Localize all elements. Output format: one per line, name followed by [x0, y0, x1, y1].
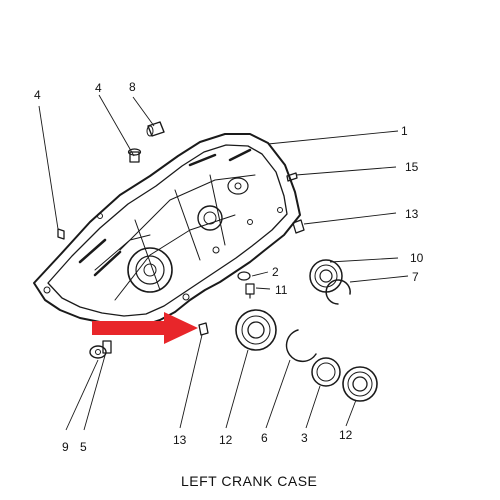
circlip-7 [325, 279, 351, 305]
bearing-10 [309, 259, 343, 293]
callout-7: 7 [412, 270, 419, 284]
bearing-12-left [235, 309, 277, 351]
callout-labels: 4 4 8 1 15 13 10 7 2 11 9 5 13 12 6 3 12 [34, 80, 424, 454]
callout-11: 11 [275, 283, 288, 297]
stud-4 [127, 148, 142, 163]
callout-9: 9 [62, 440, 69, 454]
callout-12-right: 12 [339, 428, 353, 442]
bolt-11 [245, 283, 255, 299]
stud-5 [102, 340, 112, 354]
pin-15 [286, 172, 298, 182]
parts [57, 121, 378, 402]
red-right-arrow-icon [92, 312, 198, 344]
dowel-pin-13-bottom [198, 322, 209, 336]
callout-13-bottom: 13 [173, 433, 187, 447]
callout-12-left: 12 [219, 433, 233, 447]
callout-6: 6 [261, 431, 268, 445]
pin-13-right [292, 219, 305, 234]
callout-13-right: 13 [405, 207, 419, 221]
callout-1: 1 [401, 124, 408, 138]
callout-5: 5 [80, 440, 87, 454]
washer-2 [237, 271, 251, 281]
callout-3: 3 [301, 431, 308, 445]
dowel-pin-8 [146, 121, 165, 137]
bearing-12-right [342, 366, 378, 402]
diagram-caption: LEFT CRANK CASE [181, 473, 317, 489]
callout-4: 4 [95, 81, 102, 95]
circlip-6 [285, 329, 317, 363]
seal-3 [311, 357, 341, 387]
callout-4-left: 4 [34, 88, 41, 102]
leader-lines [38, 94, 409, 431]
dowel-pin-4 [57, 228, 65, 240]
callout-15: 15 [405, 160, 419, 174]
callout-8: 8 [129, 80, 136, 94]
callout-2: 2 [272, 265, 279, 279]
callout-10: 10 [410, 251, 424, 265]
crank-case-housing [33, 133, 301, 327]
